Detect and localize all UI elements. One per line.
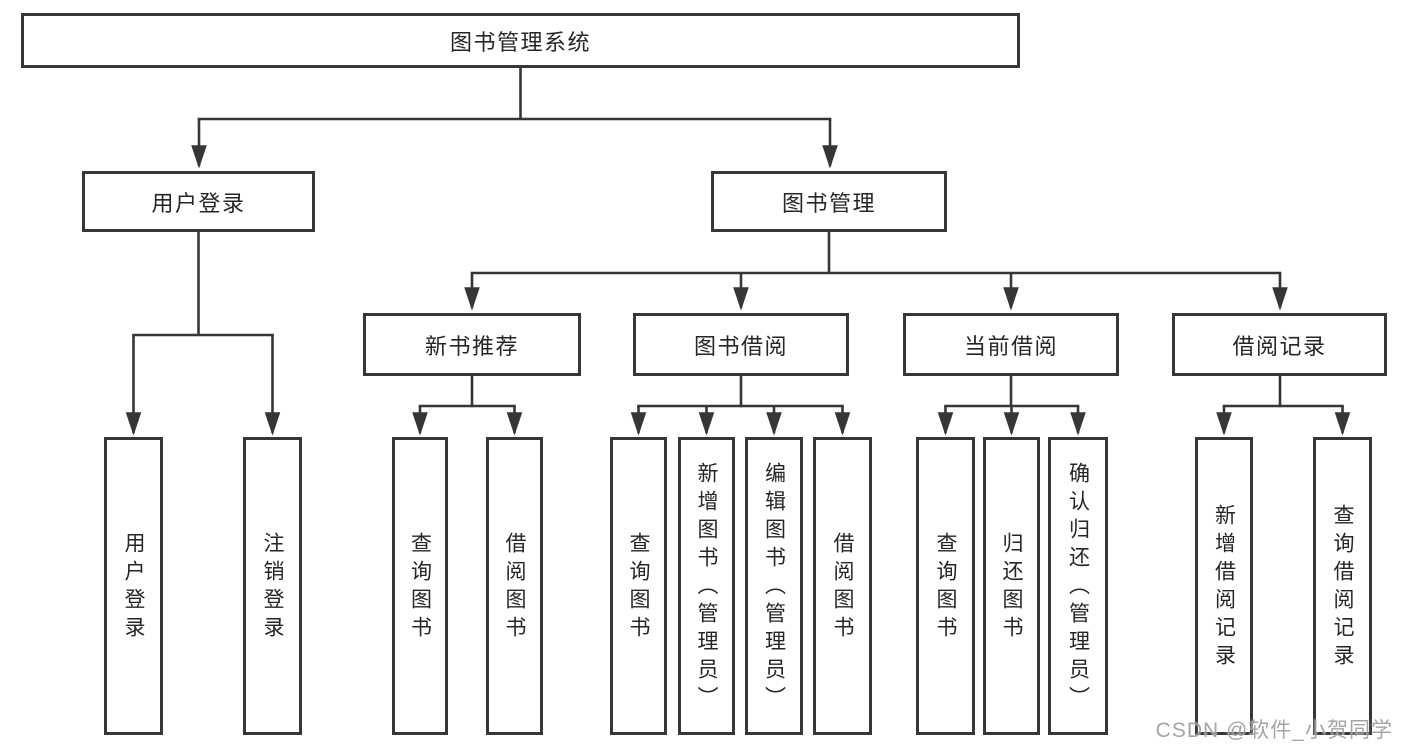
leaf-label: 编辑图书（管理员）	[762, 462, 786, 714]
leaf-label: 查询借阅记录	[1331, 504, 1354, 672]
leaf-label: 用户登录	[122, 532, 145, 644]
leaf-add-book-admin: 新增图书（管理员）	[678, 437, 735, 735]
leaf-logout: 注销登录	[243, 437, 302, 735]
leaf-borrow-books: 借阅图书	[813, 437, 872, 735]
node-book-borrowing: 图书借阅	[633, 313, 849, 376]
leaf-label: 新增借阅记录	[1212, 504, 1236, 672]
leaf-label: 借阅图书	[503, 532, 526, 644]
node-book-management: 图书管理	[711, 171, 947, 232]
node-user-login: 用户登录	[82, 171, 315, 232]
leaf-query-borrow-record: 查询借阅记录	[1313, 437, 1372, 735]
leaf-label: 归还图书	[1000, 532, 1023, 644]
leaf-query-books-current: 查询图书	[916, 437, 975, 735]
node-borrowing-records: 借阅记录	[1172, 313, 1387, 376]
leaf-return-books: 归还图书	[983, 437, 1040, 735]
leaf-label: 查询图书	[934, 532, 957, 644]
node-current-borrowing: 当前借阅	[903, 313, 1119, 376]
leaf-edit-book-admin: 编辑图书（管理员）	[745, 437, 803, 735]
leaf-label: 借阅图书	[831, 532, 854, 644]
node-library-management-system: 图书管理系统	[21, 13, 1020, 68]
leaf-add-borrow-record: 新增借阅记录	[1195, 437, 1253, 735]
leaf-label: 注销登录	[261, 532, 284, 644]
leaf-query-books-borrow: 查询图书	[610, 437, 667, 735]
leaf-label: 新增图书（管理员）	[695, 462, 718, 714]
leaf-confirm-return-admin: 确认归还（管理员）	[1048, 437, 1108, 735]
csdn-watermark: CSDN @软件_小贺同学	[1155, 719, 1393, 742]
leaf-borrow-books-recommend: 借阅图书	[486, 437, 543, 735]
node-new-book-recommendation: 新书推荐	[363, 313, 581, 376]
leaf-label: 查询图书	[627, 532, 650, 644]
leaf-query-books-recommend: 查询图书	[392, 437, 448, 735]
leaf-label: 查询图书	[408, 532, 432, 644]
leaf-user-login: 用户登录	[104, 437, 163, 735]
leaf-label: 确认归还（管理员）	[1066, 462, 1090, 714]
